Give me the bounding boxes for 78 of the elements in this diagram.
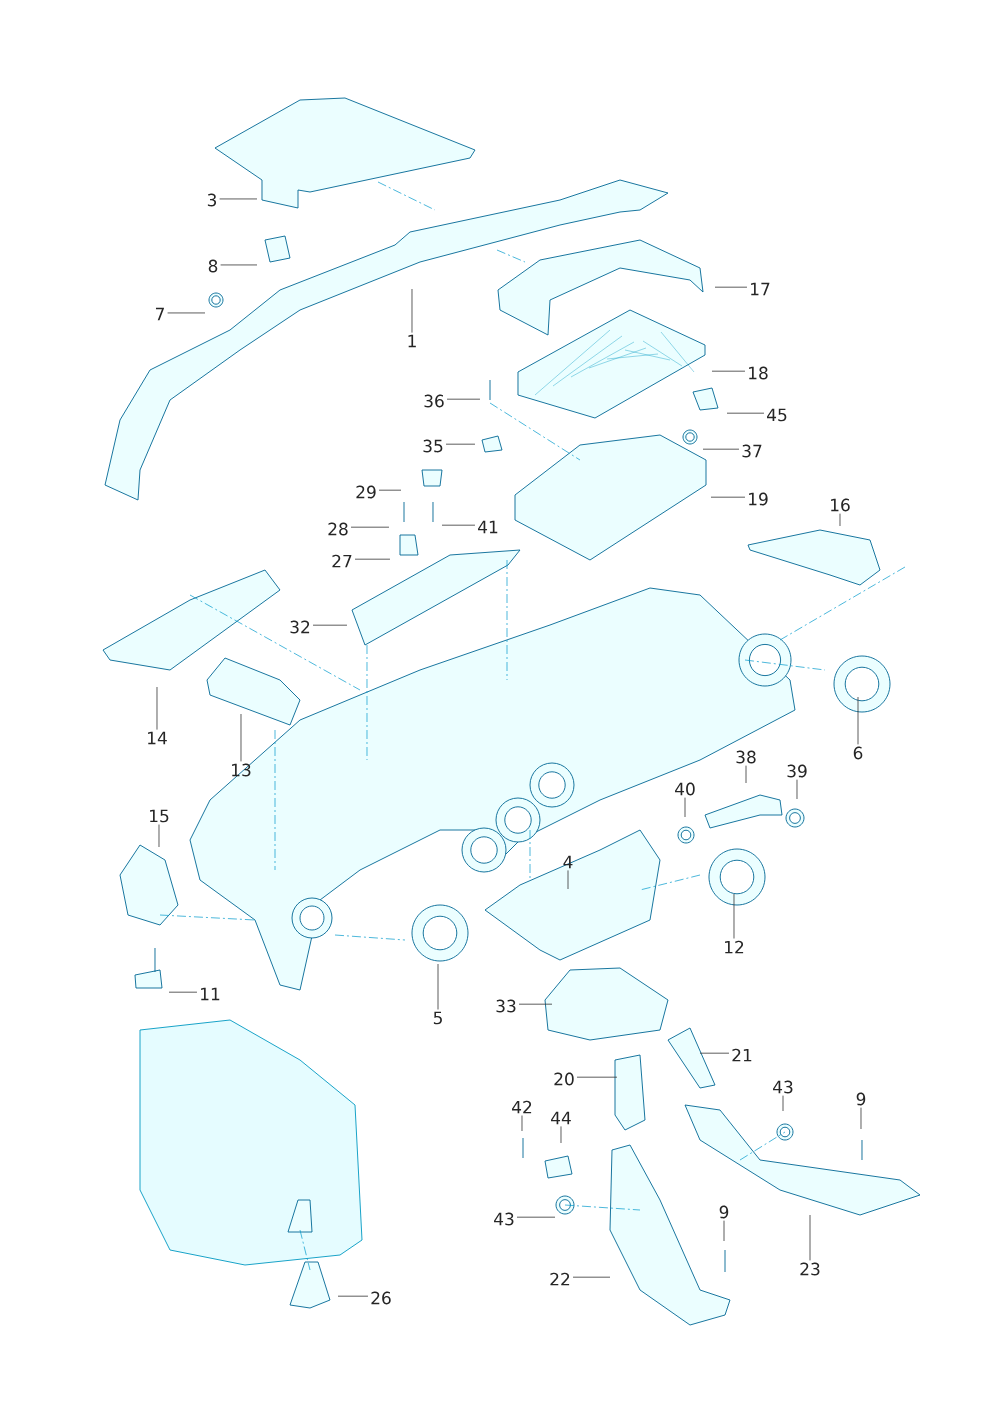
- leader-line: [860, 1107, 862, 1130]
- leader-line: [411, 288, 413, 333]
- callout-number: 37: [742, 444, 762, 458]
- leader-line: [437, 963, 439, 1010]
- callout-number: 20: [554, 1072, 574, 1086]
- leader-line: [710, 496, 746, 498]
- leader-line: [560, 1126, 562, 1144]
- leader-line: [354, 558, 391, 560]
- leader-line: [782, 1095, 784, 1112]
- leader-line: [441, 524, 476, 526]
- leader-line: [684, 797, 686, 818]
- callout-number: 15: [150, 809, 169, 823]
- callout-number: 21: [732, 1048, 752, 1062]
- leader-line: [714, 286, 748, 288]
- callout-number: 19: [749, 492, 768, 506]
- callout-number: 33: [496, 999, 516, 1013]
- callout-number: 32: [290, 620, 310, 634]
- callout-number: 27: [332, 554, 352, 568]
- leader-line: [723, 1220, 725, 1242]
- callout-number: 44: [551, 1111, 571, 1125]
- leader-line: [518, 1003, 553, 1005]
- leader-line: [516, 1216, 556, 1218]
- leader-line: [857, 696, 859, 745]
- callout-number: 6: [853, 746, 863, 760]
- callout-number: 43: [773, 1080, 793, 1094]
- callout-number: 8: [208, 259, 218, 273]
- leader-line: [572, 1276, 611, 1278]
- leader-line: [809, 1214, 811, 1261]
- callout-number: 17: [751, 282, 770, 296]
- leader-line: [167, 312, 206, 314]
- leader-line: [158, 824, 160, 848]
- callout-number: 9: [856, 1092, 866, 1106]
- leader-line: [350, 526, 390, 528]
- leader-line: [156, 686, 158, 730]
- callout-number: 1: [408, 334, 416, 348]
- callout-number: 16: [831, 498, 850, 512]
- leader-line: [168, 991, 198, 993]
- leader-line: [378, 489, 402, 491]
- callout-number: 40: [675, 782, 695, 796]
- leader-line: [576, 1076, 618, 1078]
- callout-number: 7: [156, 307, 164, 321]
- leader-line: [839, 513, 841, 527]
- leader-line: [445, 443, 476, 445]
- leader-line: [733, 893, 735, 939]
- leader-line: [240, 713, 242, 762]
- leader-line: [699, 1052, 730, 1054]
- callout-number: 41: [478, 520, 498, 534]
- callout-number: 5: [433, 1011, 442, 1025]
- callout-number: 28: [328, 522, 348, 536]
- leader-line: [446, 398, 481, 400]
- leader-line: [337, 1295, 369, 1297]
- callout-number: 45: [767, 408, 787, 422]
- leader-line: [219, 198, 258, 200]
- callout-number: 29: [356, 485, 376, 499]
- callout-number: 38: [736, 750, 756, 764]
- leader-line: [521, 1115, 523, 1132]
- callout-number: 22: [550, 1272, 570, 1286]
- callout-number: 18: [749, 366, 768, 380]
- callout-number: 9: [719, 1205, 729, 1219]
- callout-number: 23: [800, 1262, 820, 1276]
- callout-number: 43: [494, 1212, 514, 1226]
- leader-line: [702, 448, 740, 450]
- leader-line: [567, 870, 569, 890]
- leader-line: [312, 624, 348, 626]
- leader-line: [726, 412, 765, 414]
- leader-line: [796, 779, 798, 800]
- callout-number: 35: [423, 439, 443, 453]
- callout-number: 36: [424, 394, 444, 408]
- callout-number: 11: [201, 987, 220, 1001]
- callout-number: 12: [725, 940, 744, 954]
- callout-number: 42: [512, 1100, 532, 1114]
- leader-line: [220, 264, 258, 266]
- callout-number: 39: [787, 764, 807, 778]
- callout-number: 3: [207, 193, 217, 207]
- leader-line: [711, 370, 746, 372]
- callout-number: 14: [148, 731, 167, 745]
- leader-line: [745, 765, 747, 784]
- callout-number: 26: [371, 1291, 391, 1305]
